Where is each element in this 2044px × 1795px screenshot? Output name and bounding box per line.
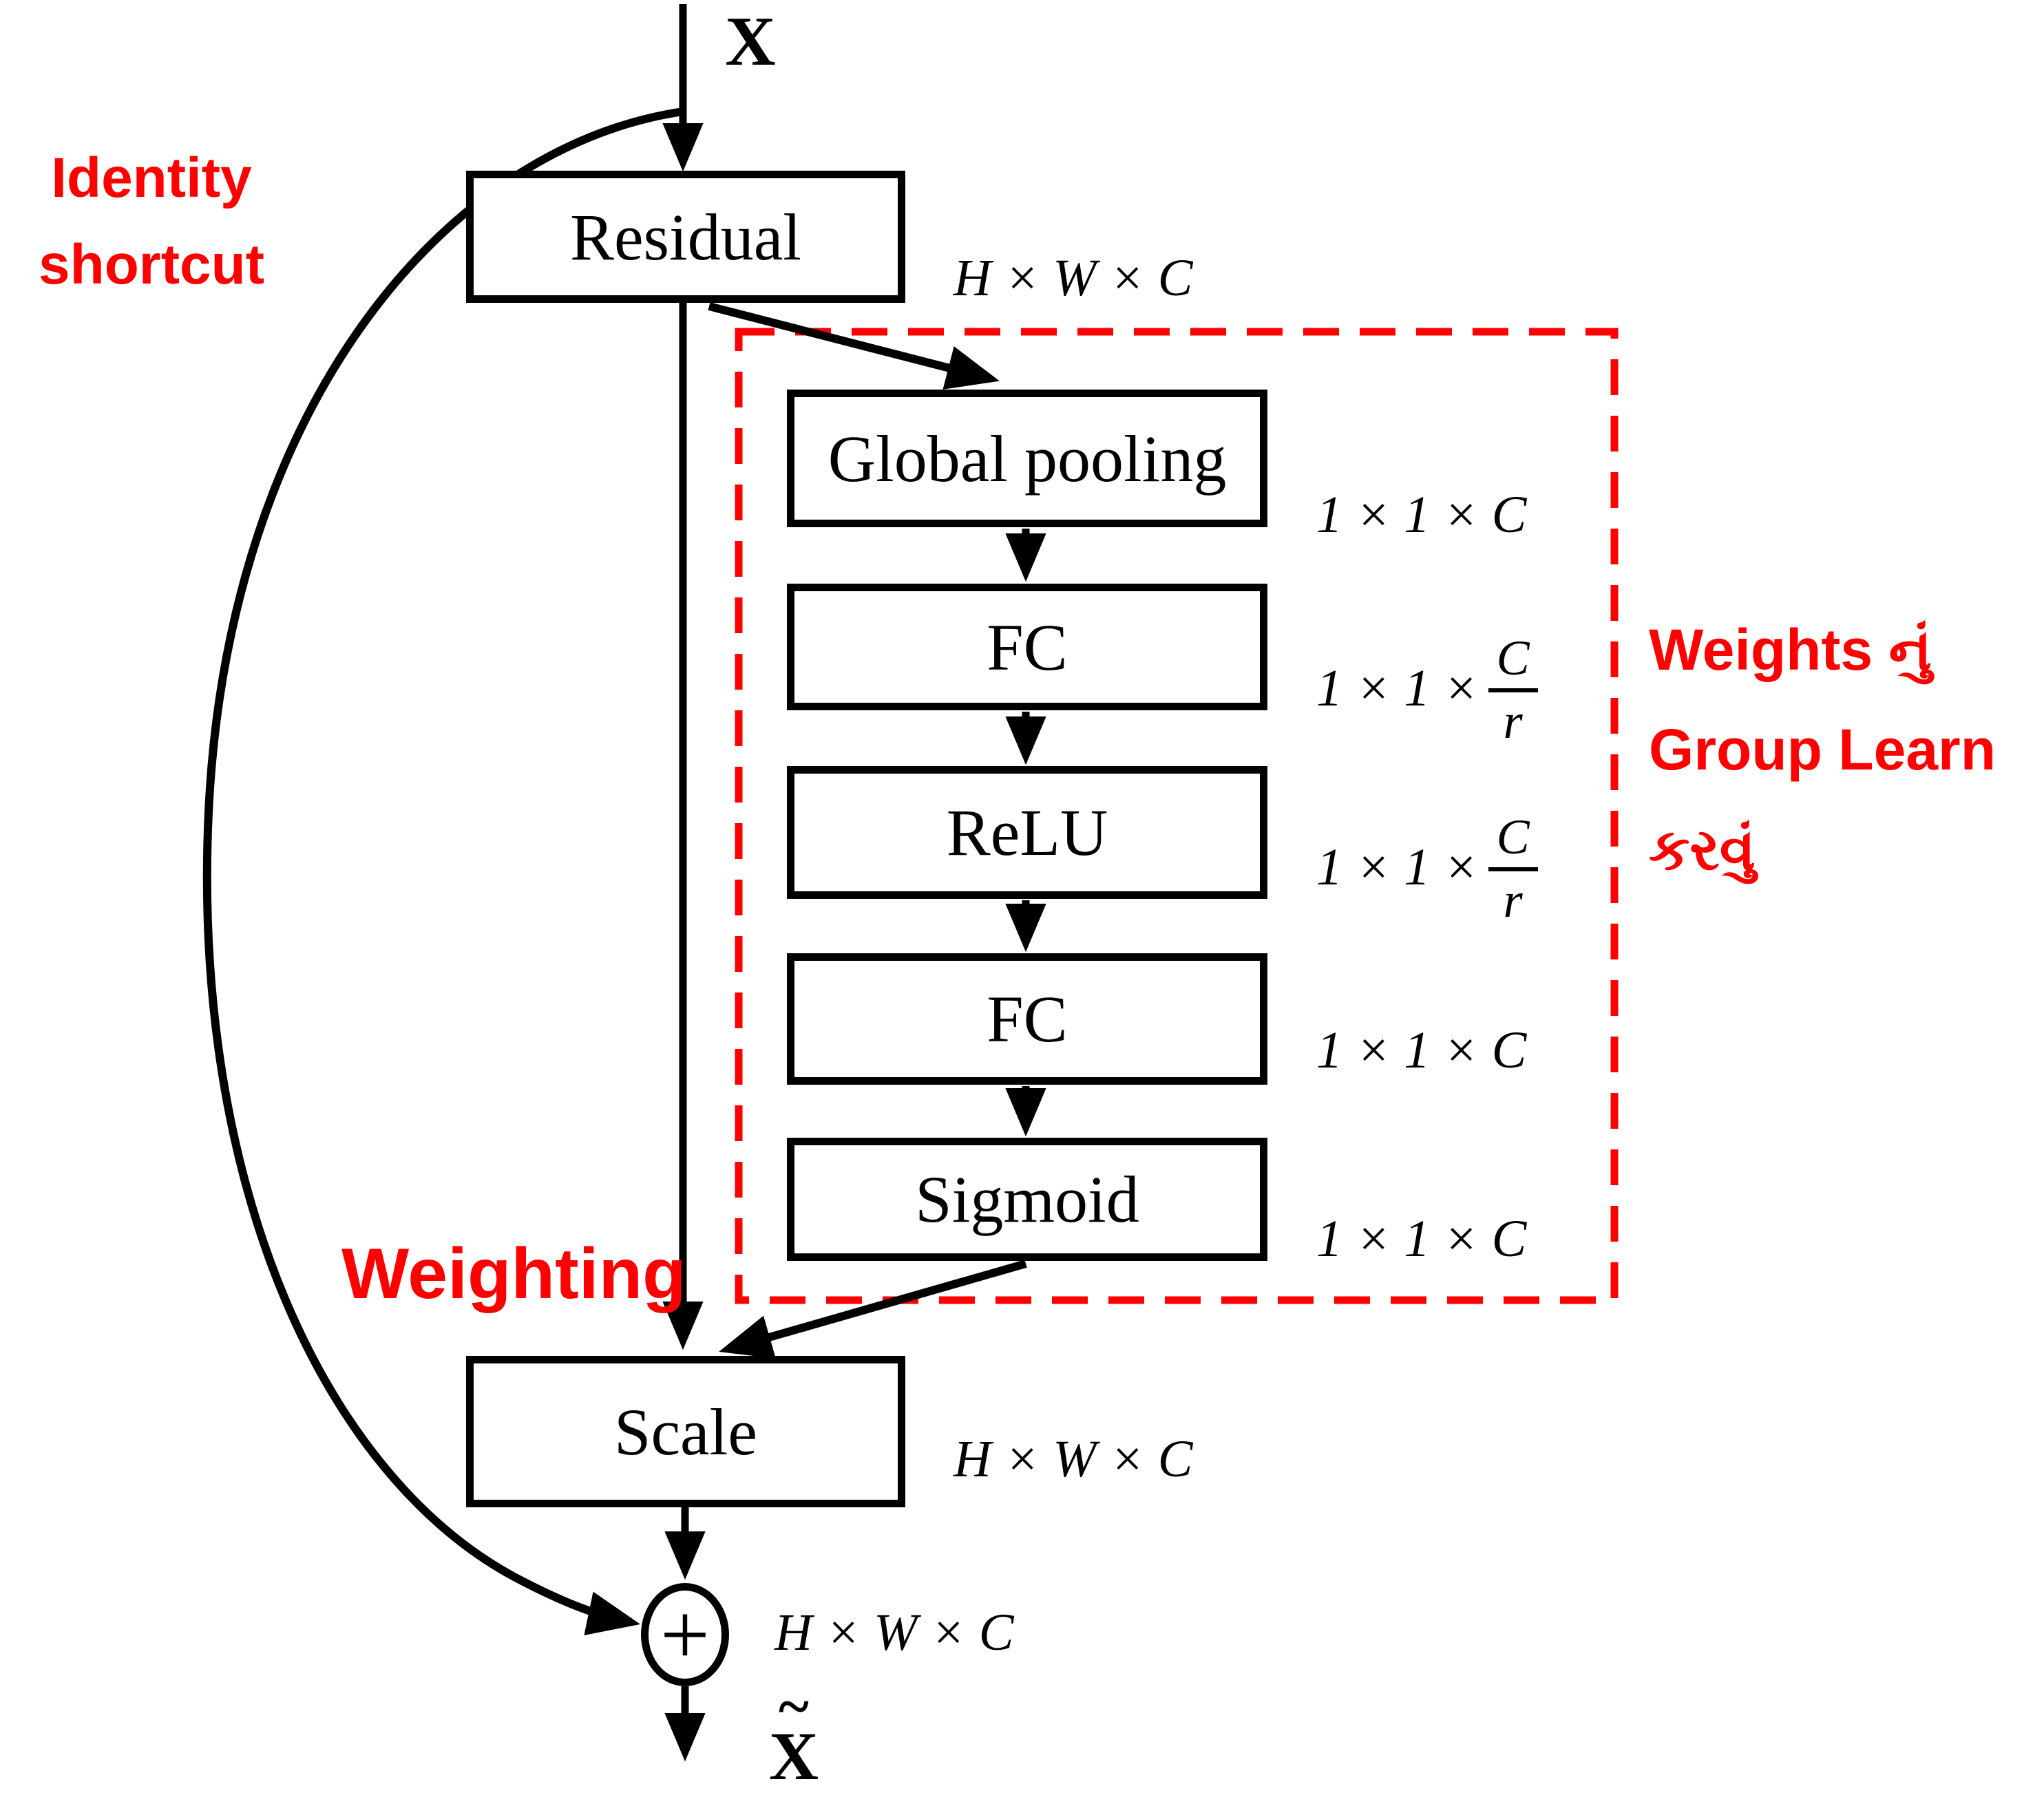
residual-label: Residual <box>570 200 801 274</box>
global-pooling-label: Global pooling <box>828 421 1227 496</box>
dim-fc1-denominator: r <box>1503 694 1523 749</box>
node-residual: Residual <box>466 171 905 303</box>
plus-symbol: + <box>660 1585 710 1684</box>
dim-relu-numerator: C <box>1488 809 1538 871</box>
dim-relu-denominator: r <box>1503 873 1523 928</box>
dim-fc1-prefix: 1 × 1 × <box>1316 659 1479 717</box>
identity-shortcut-curve <box>202 107 684 1635</box>
weights-group-learn-note: Weights નું Group Learn કરવું <box>1649 600 2041 900</box>
dim-relu-fraction: C r <box>1488 809 1538 925</box>
dim-global-pooling: 1 × 1 × C <box>1316 485 1527 544</box>
dim-fc1-fraction: C r <box>1488 630 1538 746</box>
output-x-char: X <box>768 1718 819 1794</box>
sigmoid-label: Sigmoid <box>915 1162 1139 1236</box>
weights-group-line1: Weights નું <box>1649 617 1932 682</box>
weights-group-line3: કરવું <box>1649 817 1756 882</box>
dim-relu-prefix: 1 × 1 × <box>1316 838 1479 896</box>
node-fc2: FC <box>787 953 1267 1085</box>
node-scale: Scale <box>466 1356 905 1507</box>
scale-label: Scale <box>614 1394 757 1469</box>
relu-label: ReLU <box>946 796 1108 869</box>
adder-node: + <box>641 1583 729 1686</box>
node-relu: ReLU <box>787 766 1267 899</box>
input-tensor-label: X <box>725 3 776 81</box>
dim-fc1: 1 × 1 × C r <box>1316 619 1538 757</box>
weighting-note: Weighting <box>341 1234 686 1314</box>
node-global-pooling: Global pooling <box>787 390 1267 527</box>
output-tensor-label: ~ X <box>749 1678 839 1794</box>
weights-group-line2: Group Learn <box>1649 717 1996 782</box>
se-module-dashed-frame <box>735 328 1619 1304</box>
fc1-label: FC <box>987 610 1068 684</box>
dim-fc2: 1 × 1 × C <box>1316 1021 1527 1079</box>
node-fc1: FC <box>787 584 1267 710</box>
dim-fc1-numerator: C <box>1488 630 1538 692</box>
identity-shortcut-line1: Identity <box>51 147 252 209</box>
dim-residual: H × W × C <box>953 248 1193 307</box>
dim-sigmoid: 1 × 1 × C <box>1316 1209 1527 1268</box>
dim-adder: H × W × C <box>775 1603 1014 1661</box>
node-sigmoid: Sigmoid <box>787 1138 1267 1261</box>
arrow-residual-to-global-pooling <box>708 302 1000 390</box>
arrow-sigmoid-to-scale <box>719 1260 1027 1359</box>
dim-relu: 1 × 1 × C r <box>1316 798 1538 936</box>
dim-scale: H × W × C <box>953 1430 1193 1488</box>
identity-shortcut-note: Identity shortcut <box>7 135 296 308</box>
fc2-label: FC <box>987 982 1068 1056</box>
identity-shortcut-line2: shortcut <box>39 233 264 296</box>
